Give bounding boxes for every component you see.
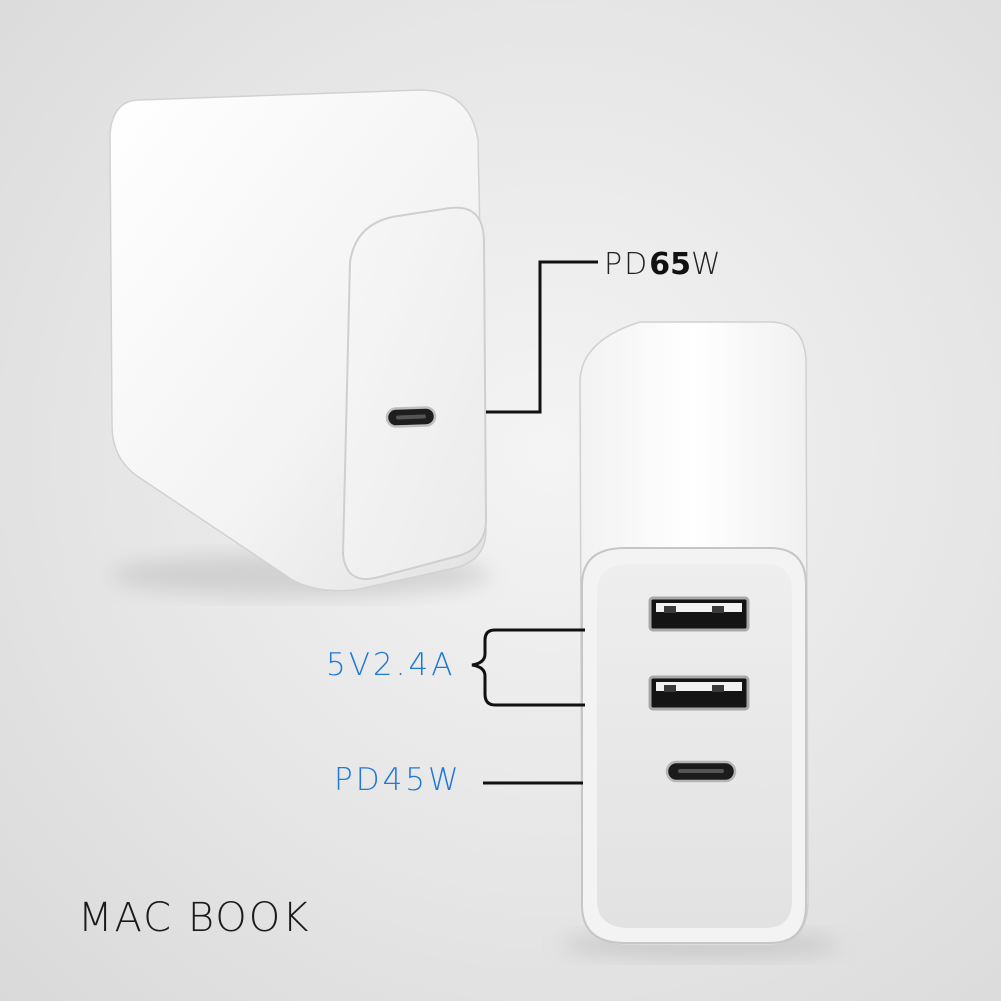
usb-a-port-2 xyxy=(648,675,750,711)
top-charger-face xyxy=(341,206,488,580)
callout-line-pd65w xyxy=(486,260,598,414)
usb-a-port-1 xyxy=(648,596,750,632)
label-pd65w-prefix: PD xyxy=(604,247,650,282)
callout-brace-usb xyxy=(471,628,585,707)
caption-mac-book: MAC BOOK xyxy=(78,895,311,941)
label-pd65w: PD65W xyxy=(604,250,723,280)
bottom-charger-face-inner xyxy=(597,564,792,928)
top-charger xyxy=(109,89,490,597)
label-5v24a: 5V2.4A xyxy=(326,647,456,683)
usb-c-port-top-inner xyxy=(396,414,426,420)
bottom-charger xyxy=(560,321,840,959)
usb-c-port-bottom xyxy=(665,760,737,783)
label-pd65w-number: 65 xyxy=(649,247,691,282)
label-pd65w-unit: W xyxy=(690,247,723,282)
label-pd45w: PD45W xyxy=(334,762,462,798)
